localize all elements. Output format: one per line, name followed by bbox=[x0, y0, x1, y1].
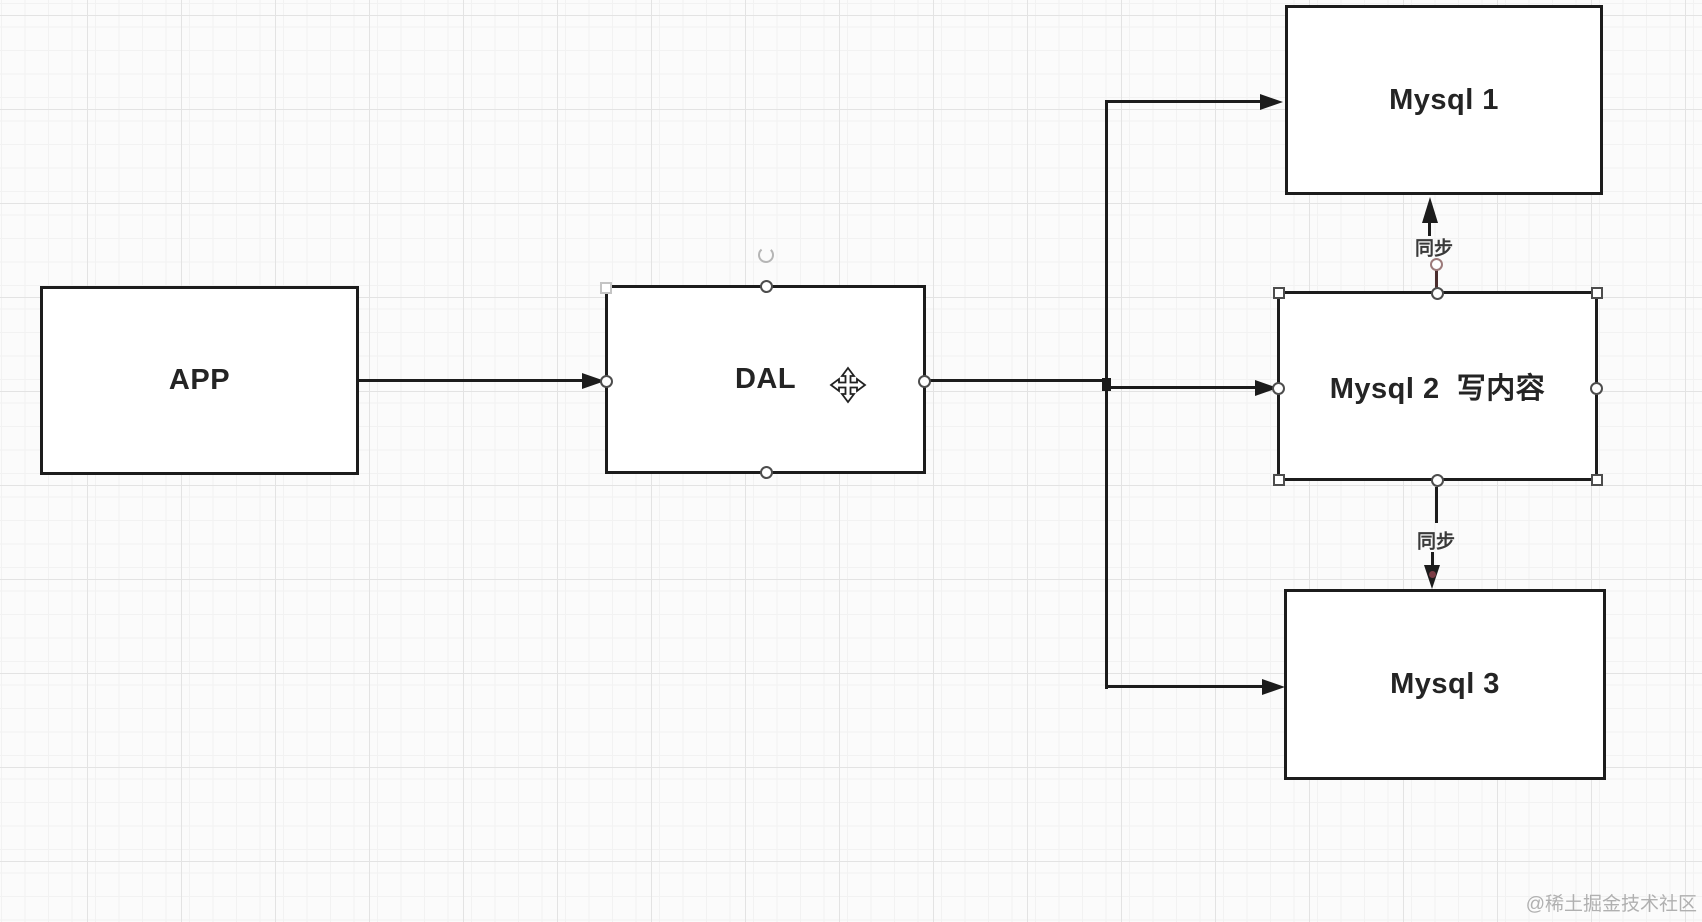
mysql2-handle-top-left[interactable] bbox=[1273, 287, 1285, 299]
edge-dal-mysql3-arrowhead-icon[interactable] bbox=[1262, 679, 1285, 695]
dal-handle-left-middle[interactable] bbox=[600, 375, 613, 388]
node-mysql1[interactable]: Mysql 1 bbox=[1285, 5, 1603, 195]
node-dal[interactable]: DAL bbox=[605, 285, 926, 474]
node-app[interactable]: APP bbox=[40, 286, 359, 475]
edge-sync-down-connection-dot bbox=[1429, 571, 1436, 578]
edge-dal-out-segment[interactable] bbox=[927, 379, 1108, 382]
dal-handle-top-center[interactable] bbox=[760, 280, 773, 293]
watermark: @稀土掘金技术社区 bbox=[1525, 894, 1697, 915]
edge-dal-mysql1-arrowhead-icon[interactable] bbox=[1260, 94, 1283, 110]
node-dal-label: DAL bbox=[734, 363, 797, 395]
dal-rotate-handle-icon[interactable] bbox=[756, 245, 776, 265]
edge-label-sync-up[interactable]: 同步 bbox=[1414, 238, 1454, 260]
edge-sync-up-endpoint-segment[interactable] bbox=[1435, 270, 1438, 288]
edge-sync-down-segment2[interactable] bbox=[1431, 552, 1434, 566]
edge-sync-up-arrowhead-icon[interactable] bbox=[1422, 197, 1438, 223]
node-mysql2[interactable]: Mysql 2 写内容 bbox=[1277, 291, 1598, 481]
edge-dal-mysql1-segment[interactable] bbox=[1105, 100, 1260, 103]
edge-label-sync-down[interactable]: 同步 bbox=[1416, 531, 1456, 553]
move-cursor-icon bbox=[829, 366, 867, 404]
edge-sync-down-segment[interactable] bbox=[1435, 487, 1438, 523]
node-mysql1-label: Mysql 1 bbox=[1389, 83, 1499, 116]
dal-handle-bottom-center[interactable] bbox=[760, 466, 773, 479]
mysql2-handle-left-middle[interactable] bbox=[1272, 382, 1285, 395]
mysql2-handle-top-center[interactable] bbox=[1431, 287, 1444, 300]
mysql2-handle-bottom-left[interactable] bbox=[1273, 474, 1285, 486]
dal-handle-top-left[interactable] bbox=[600, 282, 612, 294]
edge-junction[interactable] bbox=[1102, 378, 1111, 391]
mysql2-handle-bottom-center[interactable] bbox=[1431, 474, 1444, 487]
edge-app-dal-arrowhead-icon[interactable] bbox=[582, 373, 605, 389]
edge-trunk-segment[interactable] bbox=[1105, 100, 1108, 689]
node-mysql3-label: Mysql 3 bbox=[1390, 668, 1500, 700]
node-mysql3[interactable]: Mysql 3 bbox=[1284, 589, 1606, 780]
edge-app-dal-segment[interactable] bbox=[359, 379, 583, 382]
edge-dal-mysql3-segment[interactable] bbox=[1105, 685, 1262, 688]
mysql2-handle-right-middle[interactable] bbox=[1590, 382, 1603, 395]
mysql2-handle-top-right[interactable] bbox=[1591, 287, 1603, 299]
edge-dal-mysql2-segment[interactable] bbox=[1105, 386, 1255, 389]
sync-edge-endpoint-handle[interactable] bbox=[1430, 258, 1443, 271]
node-mysql2-label: Mysql 2 写内容 bbox=[1329, 373, 1546, 405]
node-app-label: APP bbox=[168, 364, 231, 396]
edge-sync-up-segment[interactable] bbox=[1428, 221, 1431, 236]
dal-handle-right-middle[interactable] bbox=[918, 375, 931, 388]
mysql2-handle-bottom-right[interactable] bbox=[1591, 474, 1603, 486]
